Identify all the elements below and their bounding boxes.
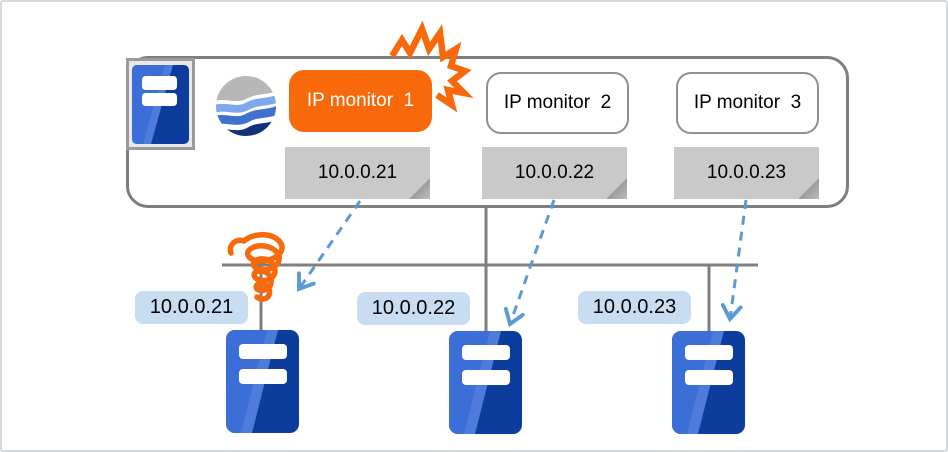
poll-arrow-1 bbox=[297, 200, 362, 292]
probe-device-frame bbox=[126, 58, 195, 150]
monitor-button-3: IP monitor 3 bbox=[676, 72, 819, 134]
probe-server-icon bbox=[132, 64, 189, 144]
monitor-button-1-label: IP monitor 1 bbox=[306, 90, 415, 111]
monitor-ip-note-2: 10.0.0.22 bbox=[482, 147, 627, 199]
monitor-button-1: IP monitor 1 bbox=[289, 70, 432, 132]
server-icon-3 bbox=[672, 331, 745, 434]
monitor-ip-note-3-text: 10.0.0.23 bbox=[674, 147, 819, 199]
server-icon-2 bbox=[449, 331, 522, 434]
server-ip-label-1: 10.0.0.21 bbox=[135, 291, 248, 324]
monitor-ip-note-2-text: 10.0.0.22 bbox=[482, 147, 627, 199]
intermapper-logo-icon bbox=[215, 75, 277, 137]
server-ip-label-3: 10.0.0.23 bbox=[578, 291, 691, 324]
monitor-button-2-label: IP monitor 2 bbox=[503, 92, 612, 113]
monitor-button-2: IP monitor 2 bbox=[486, 72, 629, 134]
monitor-ip-note-1-text: 10.0.0.21 bbox=[285, 147, 430, 199]
monitor-ip-note-1: 10.0.0.21 bbox=[285, 147, 430, 199]
failure-scribble-icon bbox=[227, 232, 285, 302]
monitor-button-3-label: IP monitor 3 bbox=[693, 92, 802, 113]
server-ip-label-2: 10.0.0.22 bbox=[357, 292, 470, 325]
server-icon-1 bbox=[226, 330, 299, 433]
alert-burst-icon bbox=[389, 20, 474, 113]
poll-arrow-3 bbox=[720, 199, 748, 323]
monitor-ip-note-3: 10.0.0.23 bbox=[674, 147, 819, 199]
poll-arrow-2 bbox=[503, 199, 556, 328]
